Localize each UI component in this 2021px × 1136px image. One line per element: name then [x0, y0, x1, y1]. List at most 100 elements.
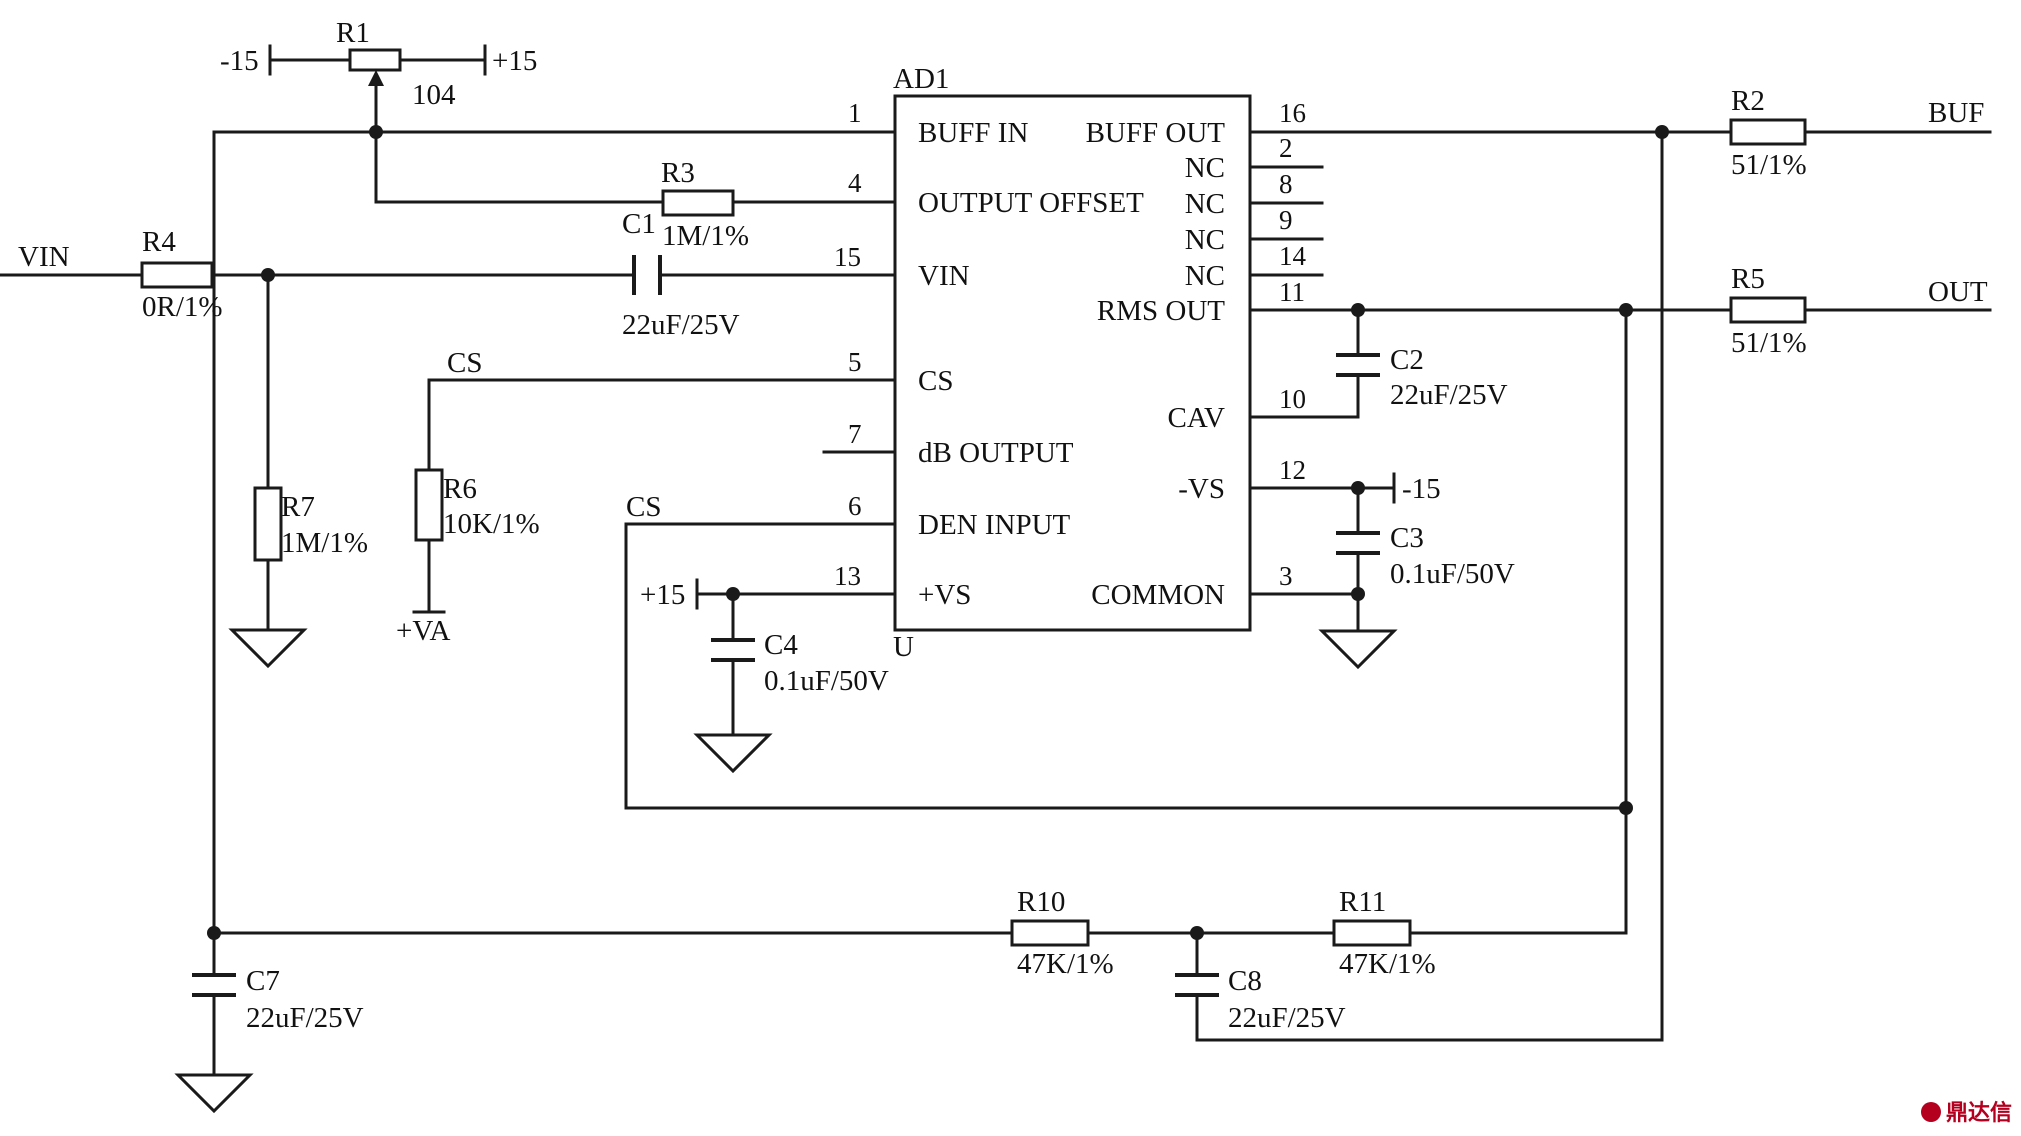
- pin-name-nc: NC: [1185, 224, 1225, 256]
- resistor-r11-body: [1332, 919, 1412, 947]
- resistor-r6-ref: R6: [443, 473, 477, 505]
- capacitor-c8: C8 22uF/25V: [1175, 965, 1346, 1034]
- junction-dot: [261, 268, 275, 282]
- resistor-r4-value: 0R/1%: [142, 291, 223, 323]
- supply-label-plus-15: +15: [492, 45, 537, 77]
- watermark-text: 鼎达信: [1946, 1100, 2012, 1126]
- junction-dot: [726, 587, 740, 601]
- resistor-r1: R1 104: [336, 17, 456, 111]
- pin-num-8: 8: [1279, 169, 1293, 199]
- resistor-r4-body: [140, 261, 214, 289]
- pin-name-rms-out: RMS OUT: [1097, 295, 1225, 327]
- pin-num-1: 1: [848, 98, 862, 128]
- capacitor-c4-ref: C4: [764, 629, 798, 661]
- resistor-r3-value: 1M/1%: [662, 220, 749, 252]
- pin-num-6: 6: [848, 491, 862, 521]
- net-label-vin: VIN: [18, 241, 70, 273]
- capacitor-c2-value: 22uF/25V: [1390, 379, 1508, 411]
- resistor-r10: R10 47K/1%: [1010, 886, 1114, 980]
- pin-num-3: 3: [1279, 561, 1293, 591]
- capacitor-c1: C1 22uF/25V: [622, 208, 740, 341]
- resistor-r7-ref: R7: [281, 491, 315, 523]
- capacitor-c8-ref: C8: [1228, 965, 1262, 997]
- resistor-r1-value: 104: [412, 79, 456, 111]
- pin-num-16: 16: [1279, 98, 1306, 128]
- resistor-r10-value: 47K/1%: [1017, 948, 1114, 980]
- pin-name-den-input: DEN INPUT: [918, 509, 1071, 541]
- junction-dots: [207, 125, 1669, 940]
- pin-name-vin: VIN: [918, 260, 970, 292]
- junction-dot: [1190, 926, 1204, 940]
- net-labels: VIN BUF OUT CS CS +VA -15 +15 -15 +15: [18, 45, 1988, 647]
- resistor-r11-ref: R11: [1339, 886, 1386, 918]
- chip-ref: AD1: [893, 63, 949, 95]
- net-label-out: OUT: [1928, 276, 1988, 308]
- supply-label-plus-15: +15: [640, 579, 685, 611]
- pin-num-4: 4: [848, 168, 862, 198]
- pin-num-9: 9: [1279, 205, 1293, 235]
- watermark-logo: 鼎达信: [1921, 1100, 2012, 1126]
- resistor-r3: R3 1M/1%: [661, 157, 749, 252]
- resistor-r2-ref: R2: [1731, 85, 1765, 117]
- capacitor-c4-value: 0.1uF/50V: [764, 665, 889, 697]
- pin-name-nc: NC: [1185, 188, 1225, 220]
- resistor-r11: R11 47K/1%: [1332, 886, 1436, 980]
- junction-dot: [207, 926, 221, 940]
- pin-num-7: 7: [848, 419, 862, 449]
- chip-unit: U: [893, 631, 914, 663]
- ground-icon: [174, 1073, 254, 1114]
- pin-name-cs: CS: [918, 365, 953, 397]
- resistor-r4: R4 0R/1%: [140, 226, 223, 323]
- ground-icon: [228, 628, 308, 669]
- capacitor-c8-value: 22uF/25V: [1228, 1002, 1346, 1034]
- pin-name-common: COMMON: [1091, 579, 1225, 611]
- capacitor-c2: C2 22uF/25V: [1336, 344, 1508, 411]
- resistor-r6-value: 10K/1%: [443, 508, 540, 540]
- pin-name-output-offset: OUTPUT OFFSET: [918, 187, 1144, 219]
- junction-dot: [369, 125, 383, 139]
- net-label-cs: CS: [626, 491, 661, 523]
- resistor-r2: R2 51/1%: [1729, 85, 1807, 181]
- pin-name-buff-out: BUFF OUT: [1086, 117, 1226, 149]
- resistor-r2-body: [1729, 118, 1807, 146]
- resistor-r6: R6 10K/1%: [414, 468, 540, 542]
- pin-name-minus-vs: -VS: [1178, 473, 1225, 505]
- supply-label-minus-15: -15: [1402, 473, 1441, 505]
- ground-icon: [693, 733, 773, 774]
- wiper-arrow-icon: [368, 70, 384, 86]
- resistor-r5-body: [1729, 296, 1807, 324]
- net-label-cs: CS: [447, 347, 482, 379]
- pin-name-plus-vs: +VS: [918, 579, 971, 611]
- net-label-plus-va: +VA: [396, 615, 451, 647]
- resistor-r4-ref: R4: [142, 226, 176, 258]
- pin-name-buff-in: BUFF IN: [918, 117, 1028, 149]
- resistor-r5: R5 51/1%: [1729, 263, 1807, 359]
- ground-symbols: [174, 628, 1398, 1114]
- ground-icon: [1318, 629, 1398, 670]
- capacitor-c3-ref: C3: [1390, 522, 1424, 554]
- resistor-r10-body: [1010, 919, 1090, 947]
- resistor-r7-value: 1M/1%: [281, 527, 368, 559]
- capacitor-c2-ref: C2: [1390, 344, 1424, 376]
- pin-num-15: 15: [834, 242, 861, 272]
- junction-dot: [1619, 303, 1633, 317]
- resistor-r3-body: [661, 189, 735, 217]
- resistor-r1-ref: R1: [336, 17, 370, 49]
- resistor-r5-value: 51/1%: [1731, 327, 1807, 359]
- capacitor-c3: C3 0.1uF/50V: [1336, 522, 1515, 590]
- capacitor-c1-value: 22uF/25V: [622, 309, 740, 341]
- capacitor-c7-ref: C7: [246, 965, 280, 997]
- ad-chip: AD1 U BUFF IN 1 OUTPUT OFFSET 4 VIN 15 C…: [834, 63, 1307, 663]
- junction-dot: [1655, 125, 1669, 139]
- pin-num-12: 12: [1279, 455, 1306, 485]
- pin-num-11: 11: [1279, 277, 1305, 307]
- junction-dot: [1351, 303, 1365, 317]
- resistor-r3-ref: R3: [661, 157, 695, 189]
- capacitor-c7: C7 22uF/25V: [192, 965, 364, 1034]
- pin-num-14: 14: [1279, 241, 1307, 271]
- net-label-buf: BUF: [1928, 97, 1984, 129]
- junction-dot: [1351, 587, 1365, 601]
- junction-dot: [1351, 481, 1365, 495]
- capacitor-c7-value: 22uF/25V: [246, 1002, 364, 1034]
